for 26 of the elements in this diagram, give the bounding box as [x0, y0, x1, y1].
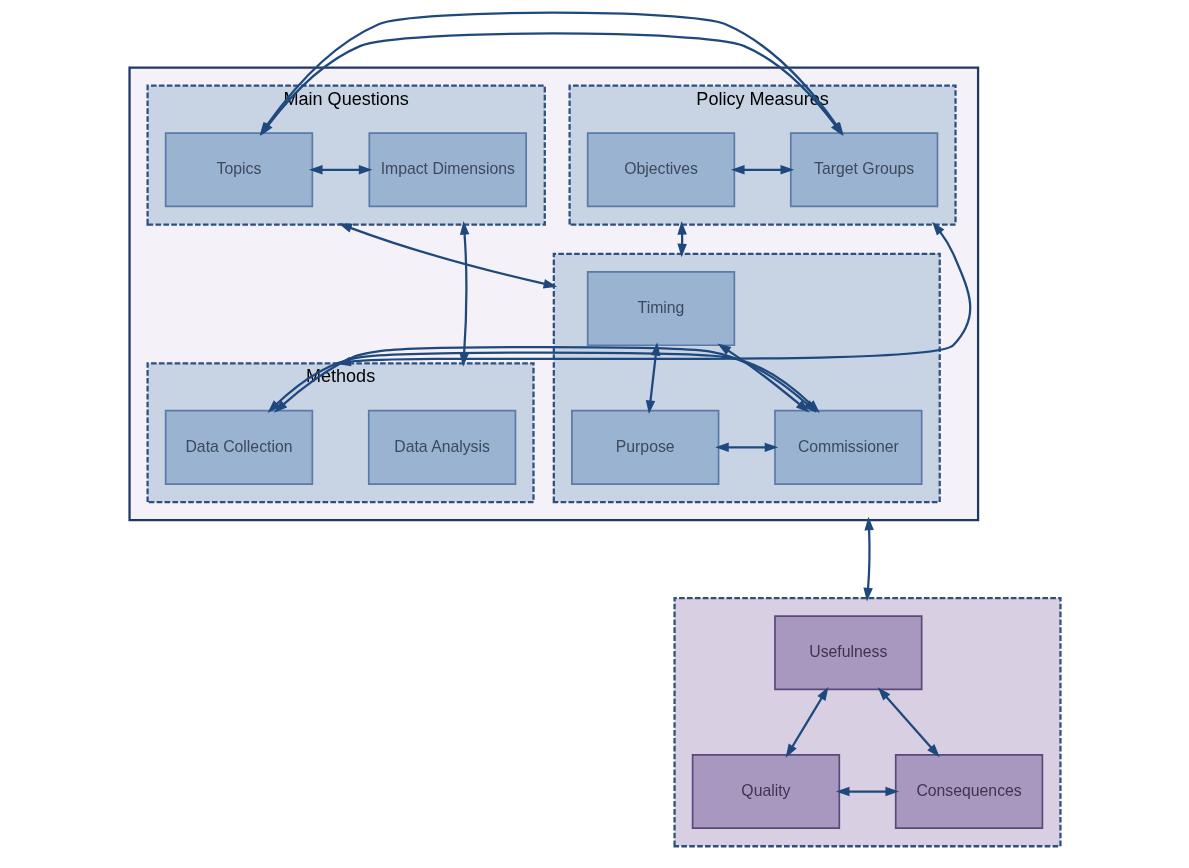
node-box: Target Groups — [789, 132, 938, 208]
arrow — [337, 223, 557, 289]
node-box: Commissioner — [773, 409, 922, 485]
node-box: Quality — [691, 754, 840, 830]
cluster — [552, 252, 941, 504]
node-box: Timing — [586, 271, 735, 347]
node-box: Usefulness — [773, 615, 922, 691]
node-box: Data Collection — [164, 409, 313, 485]
arrow — [835, 786, 899, 797]
cluster — [127, 66, 979, 522]
arrow — [785, 686, 828, 758]
cluster — [672, 596, 1062, 848]
node-box: Objectives — [586, 132, 735, 208]
node-box: Impact Dimensions — [367, 132, 527, 208]
node-box: Consequences — [894, 754, 1043, 830]
arrow — [676, 221, 687, 258]
arrow — [714, 442, 778, 453]
arrow — [730, 165, 794, 175]
arrow — [877, 687, 940, 758]
node-box: Data Analysis — [367, 409, 516, 485]
arrow — [862, 516, 874, 602]
arrow — [308, 165, 372, 175]
node-box: Topics — [164, 132, 313, 208]
node-box: Purpose — [570, 409, 719, 485]
arrow — [458, 221, 469, 367]
arrow — [716, 343, 809, 413]
